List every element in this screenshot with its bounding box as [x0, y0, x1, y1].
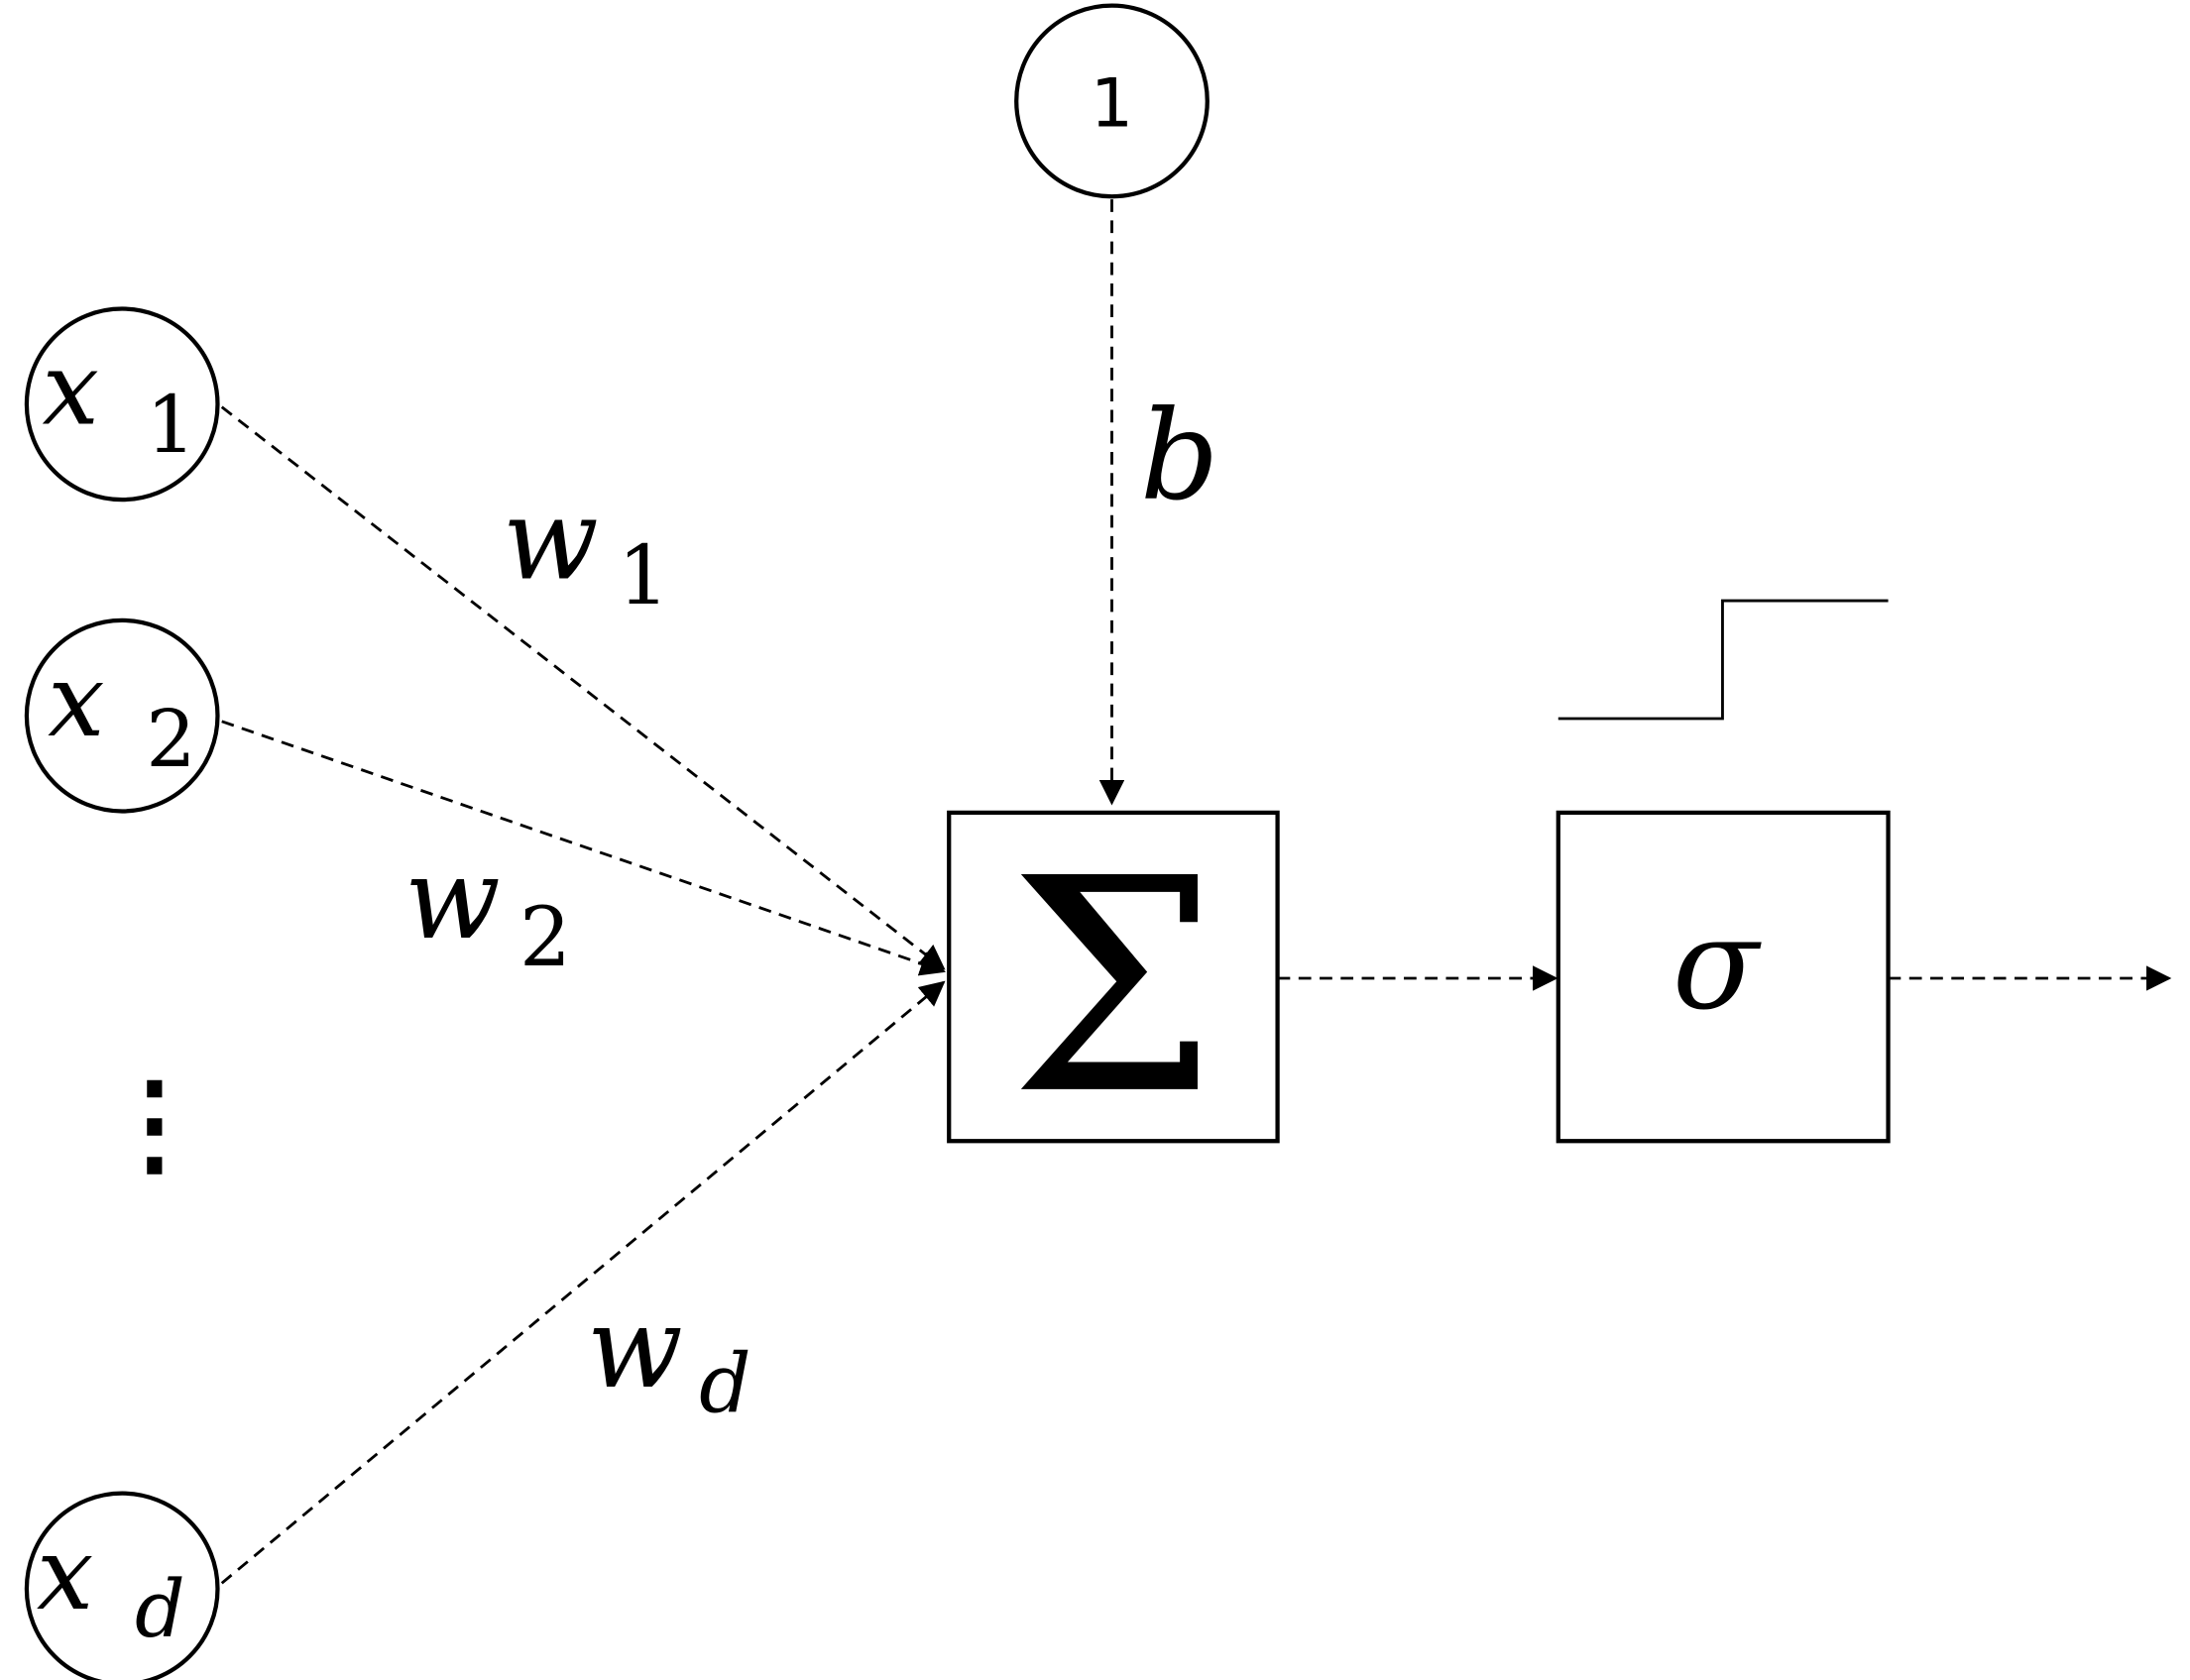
svg-text:w: w	[587, 1283, 683, 1413]
weight-label-w1: w 1	[503, 474, 669, 622]
activation-symbol: σ	[1672, 892, 1762, 1039]
bias-value: 1	[1091, 64, 1133, 143]
svg-text:w: w	[503, 474, 599, 605]
svg-text:2: 2	[519, 891, 571, 985]
ellipsis: ⋮	[98, 1057, 210, 1188]
input-sub: 2	[146, 693, 195, 785]
activation-block: σ	[1556, 810, 1891, 1144]
input-var: x	[37, 1515, 94, 1633]
edge-xd-to-sum	[220, 980, 946, 1585]
edge-x1-to-sum	[220, 405, 946, 970]
svg-text:d: d	[699, 1338, 751, 1432]
summation-block: Σ	[947, 810, 1280, 1160]
input-node-x1: x 1	[24, 306, 220, 503]
bias-node: 1	[1014, 3, 1210, 199]
svg-text:w: w	[404, 834, 501, 964]
input-sub: d	[135, 1563, 185, 1655]
step-function-icon	[1557, 599, 1889, 721]
input-sub: 1	[146, 379, 195, 471]
input-var: x	[42, 331, 99, 449]
sigma-sum-symbol: Σ	[1009, 817, 1217, 1160]
svg-text:1: 1	[618, 529, 669, 623]
input-var: x	[48, 642, 104, 760]
bias-label: b	[1140, 385, 1219, 528]
weight-label-wd: w d	[587, 1283, 751, 1431]
input-node-x2: x 2	[24, 617, 220, 814]
weight-label-w2: w 2	[404, 834, 571, 985]
svg-text:x: x	[42, 331, 99, 449]
input-node-xd: x d	[24, 1491, 220, 1680]
edge-x2-to-sum	[221, 720, 946, 976]
